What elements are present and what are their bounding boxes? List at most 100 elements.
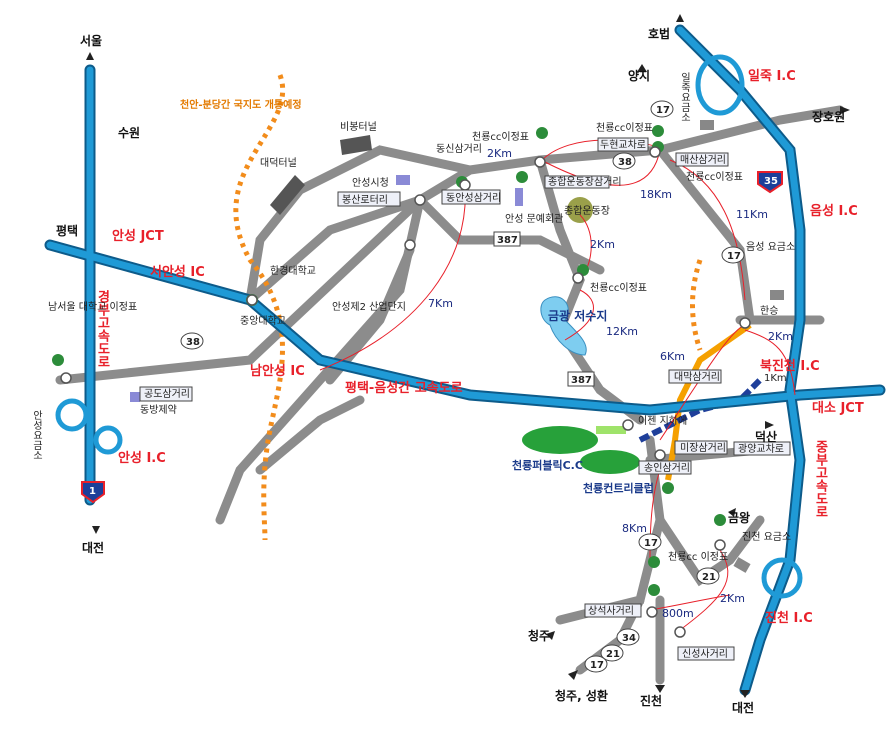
route-1: 1 <box>89 486 96 497</box>
route-21a: 21 <box>702 572 716 583</box>
label-daejeon-left: 대전 <box>82 540 104 555</box>
label-seoul: 서울 <box>80 33 102 48</box>
cc-sign-icon <box>536 127 548 139</box>
distance-18km: 18Km <box>640 188 672 201</box>
cc-sign-icon <box>652 125 664 137</box>
label-maesan-junction: 매산삼거리 <box>680 154 726 166</box>
label-daemak-junction: 대막삼거리 <box>674 371 720 383</box>
cc-sign-icon <box>52 354 64 366</box>
junction-node <box>60 372 72 384</box>
label-cheonryong-sign-2: 천룡cc이정표 <box>596 122 653 134</box>
distance-12km: 12Km <box>606 325 638 338</box>
label-gongdo-junction: 공도삼거리 <box>144 388 190 400</box>
junction-node <box>654 449 666 461</box>
label-mijang-junction: 미장삼거리 <box>680 442 726 454</box>
label-bukjincheon-ic: 북진천 I.C <box>760 358 820 374</box>
arrow-east-icon <box>840 106 850 114</box>
cheonryong-public-course-icon <box>522 426 598 454</box>
label-bongsan-rotary: 봉산로터리 <box>342 194 388 206</box>
daedeok-tunnel-icon <box>270 175 305 215</box>
label-seoanseong-ic: 서안성 IC <box>150 264 205 280</box>
cc-sign-icon <box>648 584 660 596</box>
arrow-sw-icon <box>546 631 555 640</box>
cc-sign-icon <box>648 556 660 568</box>
label-gyeongbu-expressway: 경부고속도로 <box>95 289 110 368</box>
distance-8km: 8Km <box>622 522 647 535</box>
label-bibong-tunnel: 비봉터널 <box>340 121 377 133</box>
label-eumseong-ic: 음성 I.C <box>810 203 858 219</box>
route-38b: 38 <box>186 337 200 348</box>
label-hobeop: 호법 <box>648 26 670 41</box>
label-cheonryong-sign-3: 천룡cc이정표 <box>590 282 647 294</box>
arrow-north-icon <box>676 14 684 22</box>
label-duhyeon-bridge: 두현교차로 <box>600 139 646 151</box>
label-janghowon: 장호원 <box>812 110 845 124</box>
junction-node <box>414 194 426 206</box>
culture-hall-icon <box>515 188 523 206</box>
label-iheat: 이젠 지하에 <box>638 414 687 427</box>
cc-sign-icon <box>516 171 528 183</box>
junction-node <box>572 272 584 284</box>
label-jincheon-tollgate: 진천 요금소 <box>742 531 791 543</box>
bibong-tunnel-icon <box>340 135 372 155</box>
label-bukjincheon-km: 1Km <box>764 373 787 384</box>
reservoir <box>540 296 587 356</box>
junction-node <box>674 626 686 638</box>
label-cheongju-seonghwan: 청주, 성환 <box>555 688 608 703</box>
junction-node <box>739 317 751 329</box>
label-anseong-ic: 안성 I.C <box>118 450 166 466</box>
eumseong-toll-icon <box>770 290 784 300</box>
label-jincheon: 진천 <box>640 693 662 708</box>
label-pyeongtaek-eumseong: 평택-음성간 고속도로 <box>345 380 463 396</box>
route-38a: 38 <box>618 157 632 168</box>
label-cheonryong-sign-4: 천룡cc이정표 <box>686 171 743 183</box>
label-sangseoksa-junction: 상석사거리 <box>588 605 634 617</box>
label-geumgwang-reservoir: 금광 저수지 <box>548 308 607 323</box>
label-hankyong-univ: 한경대학교 <box>270 264 316 277</box>
label-daejeon-right: 대전 <box>732 700 754 715</box>
label-anseong-culture: 안성 문예회관 <box>505 213 563 225</box>
distance-2km-right: 2Km <box>768 330 793 343</box>
label-namanseong-ic: 남안성 IC <box>250 363 305 379</box>
route-35-shield-icon <box>757 171 783 194</box>
jincheon-ic-loop <box>761 557 803 599</box>
sports-complex-area <box>567 197 593 223</box>
arrow-south-icon <box>655 685 665 693</box>
route-35: 35 <box>764 176 778 187</box>
label-suwon: 수원 <box>118 126 140 140</box>
label-anseong-city-hall: 안성시청 <box>352 177 389 189</box>
distance-11km: 11Km <box>736 208 768 221</box>
route-17b: 17 <box>727 251 741 262</box>
junction-node <box>404 239 416 251</box>
label-songin-junction: 송인삼거리 <box>644 462 690 474</box>
planned-road-line <box>233 74 703 541</box>
label-sports-junction: 종합운동장삼거리 <box>548 176 622 188</box>
city-hall-icon <box>396 175 410 185</box>
cheonryong-cc-course-icon <box>580 450 640 474</box>
label-geumwang: 금왕 <box>728 511 750 525</box>
jincheon-toll-icon <box>733 557 751 573</box>
label-eumseong-tollgate: 음성 요금소 <box>746 241 795 253</box>
label-iljuk-tollgate: 일죽요금소 <box>679 72 691 122</box>
route-21b: 21 <box>606 649 620 660</box>
new-road-orange <box>665 322 752 481</box>
label-dongsin-junction: 동신삼거리 <box>436 143 482 155</box>
distance-2km-bottom: 2Km <box>720 592 745 605</box>
junction-node <box>646 606 658 618</box>
label-jungang-univ: 중앙대학교 <box>240 315 286 327</box>
label-sports-complex: 종합운동장 <box>564 205 610 217</box>
route-17c: 17 <box>644 538 658 549</box>
label-cheonryong-cc: 천룡컨트리클럽 <box>583 481 654 495</box>
label-jungbu-expressway: 중부고속도로 <box>813 440 828 518</box>
label-daedeok-tunnel: 대덕터널 <box>260 157 297 169</box>
label-anseong-toll-left: 안성요금소 <box>31 410 43 460</box>
label-sinseongsa-junction: 신성사거리 <box>682 648 728 660</box>
route-387b: 387 <box>571 375 592 386</box>
route-17a: 17 <box>656 105 670 116</box>
label-dongansung: 동안성삼거리 <box>446 192 501 204</box>
junction-node <box>534 156 546 168</box>
route-387a: 387 <box>497 235 518 246</box>
arrow-east-icon <box>765 421 774 429</box>
anseong-ic-loop <box>55 398 89 432</box>
